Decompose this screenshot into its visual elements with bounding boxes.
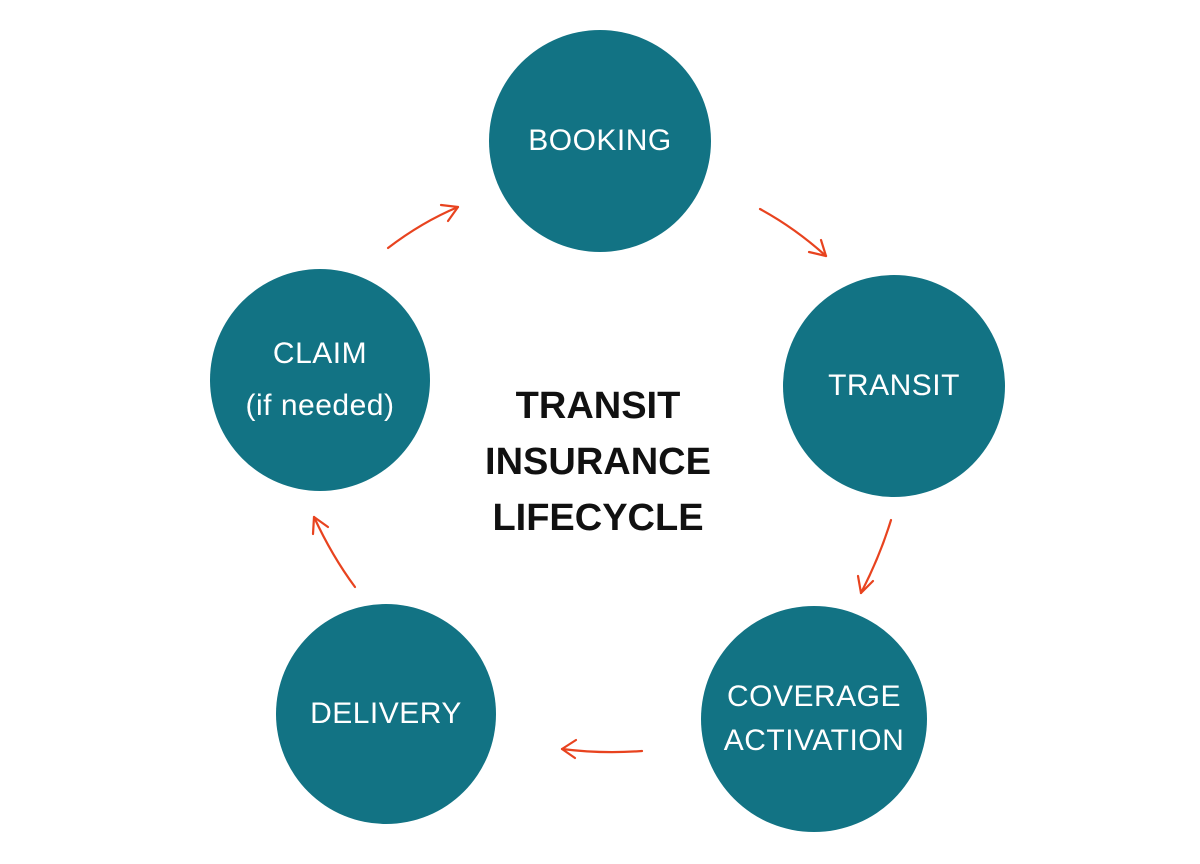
diagram-title-line2: INSURANCE: [485, 441, 711, 483]
node-coverage-label-line2: ACTIVATION: [723, 724, 905, 757]
diagram-title: TRANSIT INSURANCE LIFECYCLE: [448, 378, 748, 546]
node-transit: TRANSIT: [783, 275, 1005, 497]
node-delivery: DELIVERY: [276, 604, 496, 824]
node-claim: CLAIM (if needed): [210, 269, 430, 491]
arrow-coverage-to-delivery: [560, 738, 644, 760]
arrow-claim-to-booking: [386, 203, 460, 250]
node-coverage-label-line1: COVERAGE: [726, 679, 902, 713]
node-delivery-label: DELIVERY: [310, 696, 462, 730]
diagram-title-line1: TRANSIT: [515, 385, 681, 427]
node-claim-label-line2: (if needed): [245, 389, 395, 422]
diagram-title-line3: LIFECYCLE: [492, 497, 704, 539]
arrow-delivery-to-claim: [311, 515, 357, 589]
node-transit-label: TRANSIT: [828, 368, 960, 402]
node-booking: BOOKING: [489, 30, 711, 252]
node-booking-label: BOOKING: [528, 123, 672, 157]
node-claim-label-line1: CLAIM: [272, 336, 368, 370]
arrow-booking-to-transit: [758, 207, 828, 258]
arrow-transit-to-coverage: [856, 518, 893, 595]
node-coverage-activation: COVERAGE ACTIVATION: [701, 606, 927, 832]
